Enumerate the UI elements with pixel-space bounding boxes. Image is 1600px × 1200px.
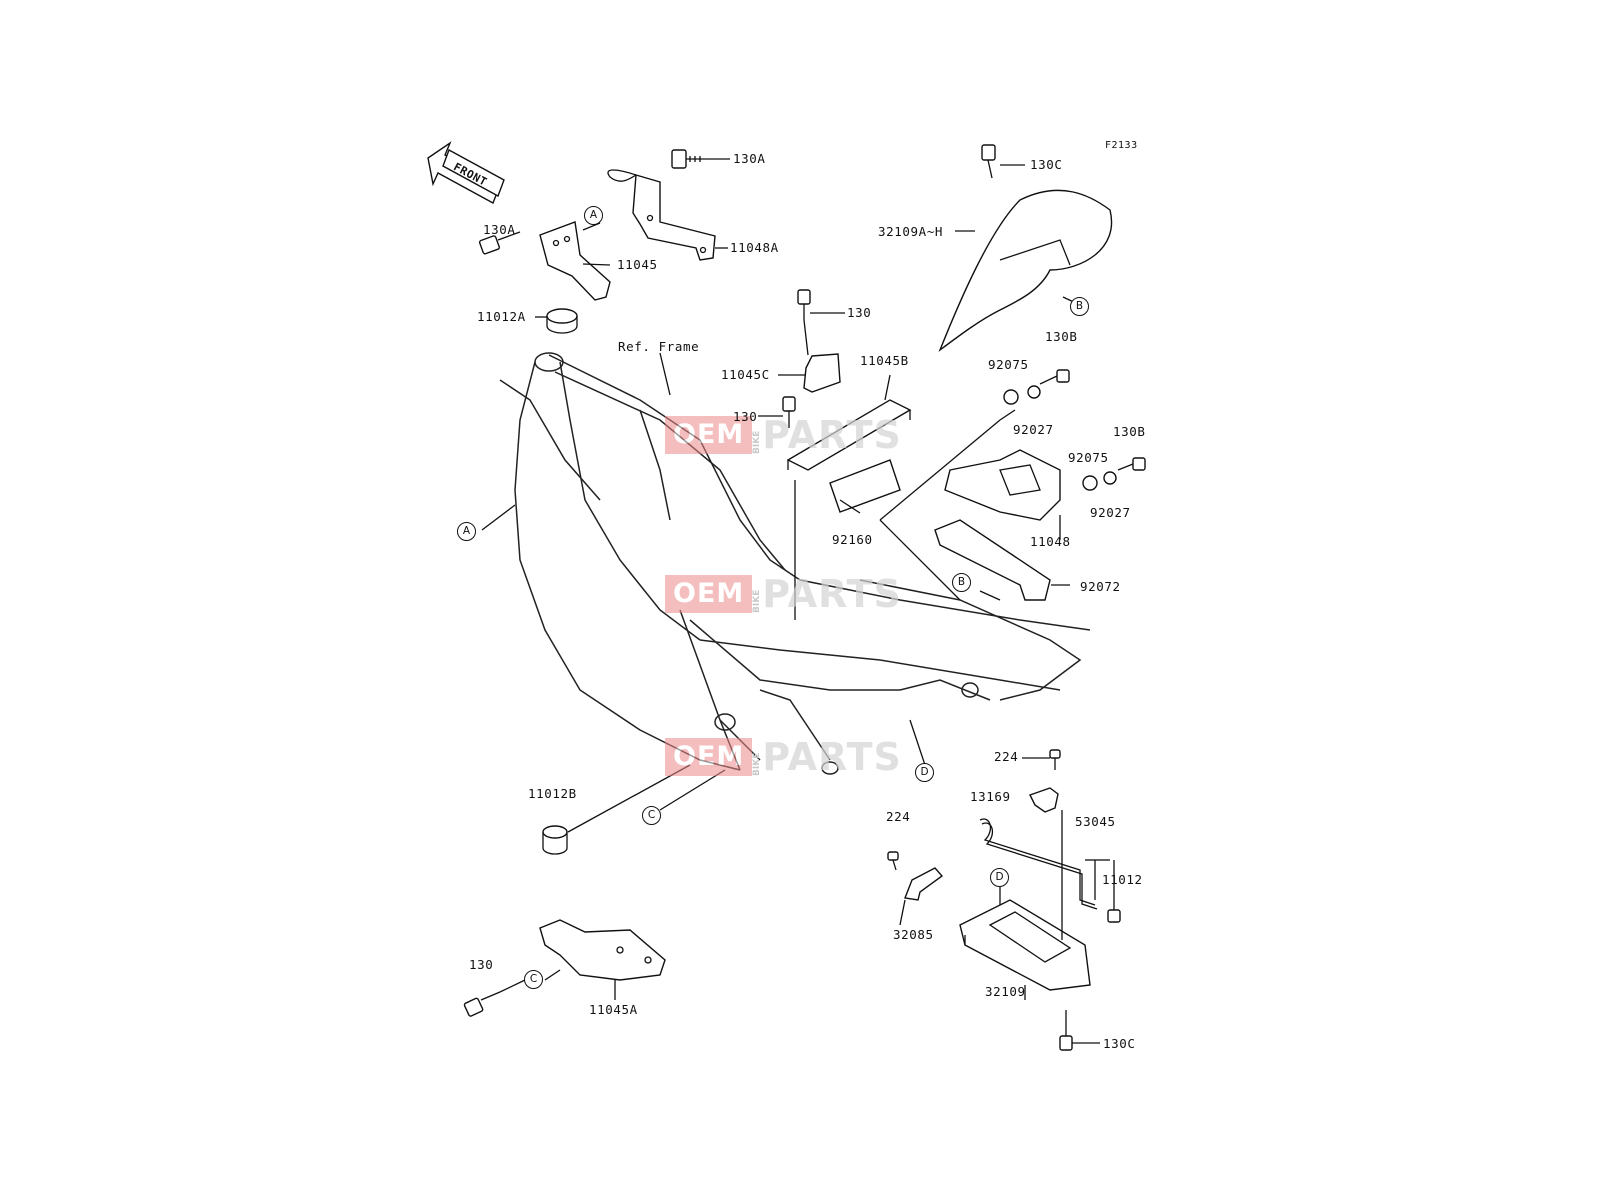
watermark-bike: BIKE: [752, 589, 763, 613]
bolt-130C-top: [981, 144, 996, 179]
washer-92027-lower: [1103, 471, 1117, 485]
label-13169: 13169: [970, 789, 1011, 804]
bolt-130-mid: [782, 396, 796, 428]
leader-lines: [481, 158, 1115, 1044]
label-11045: 11045: [617, 257, 658, 272]
watermark-oem: OEM: [665, 738, 753, 776]
label-11012: 11012: [1102, 872, 1143, 887]
screw-224-left: [887, 851, 899, 871]
watermark-oem: OEM: [665, 575, 753, 613]
label-130C-top: 130C: [1030, 157, 1063, 172]
label-11012B: 11012B: [528, 786, 577, 801]
pad-92160: [829, 459, 901, 513]
washer-92075-lower: [1082, 475, 1098, 491]
motorcycle-frame: [499, 352, 1091, 775]
watermark-parts: PARTS: [762, 413, 902, 457]
watermark-bike: BIKE: [752, 752, 763, 776]
label-11045A: 11045A: [589, 1002, 638, 1017]
label-92072: 92072: [1080, 579, 1121, 594]
watermark-parts: PARTS: [762, 735, 902, 779]
label-130B-upper: 130B: [1045, 329, 1078, 344]
label-130A-left: 130A: [483, 222, 516, 237]
label-11048A: 11048A: [730, 240, 779, 255]
cap-11012B: [542, 825, 568, 855]
label-92027-lower: 92027: [1090, 505, 1131, 520]
label-130-mid: 130: [733, 409, 758, 424]
washer-92075-upper: [1003, 389, 1019, 405]
label-130-bottom: 130: [469, 957, 494, 972]
label-224-left: 224: [886, 809, 911, 824]
cap-11012: [1107, 909, 1121, 923]
diagram-code: F2133: [1105, 140, 1138, 151]
label-224-right: 224: [994, 749, 1019, 764]
label-32109AH: 32109A~H: [878, 224, 944, 239]
bracket-11045C: [803, 353, 841, 393]
label-130A-top: 130A: [733, 151, 766, 166]
watermark-parts: PARTS: [762, 572, 902, 616]
washer-92027-upper: [1027, 385, 1041, 399]
watermark-oem: OEM: [665, 416, 753, 454]
bolt-130B-lower: [1117, 457, 1146, 471]
label-11012A: 11012A: [477, 309, 526, 324]
label-130C-bottom: 130C: [1103, 1036, 1136, 1051]
label-92160: 92160: [832, 532, 873, 547]
screw-224-right: [1049, 749, 1061, 770]
label-32109: 32109: [985, 984, 1026, 999]
cowl-32109AH: [938, 189, 1113, 353]
label-11045C: 11045C: [721, 367, 770, 382]
label-53045: 53045: [1075, 814, 1116, 829]
callout-d-mid: D: [915, 763, 934, 782]
bracket-11048A: [607, 169, 716, 261]
callout-b-top: B: [1070, 297, 1089, 316]
front-arrow-icon: [427, 141, 505, 204]
strap-92072: [934, 519, 1051, 601]
callout-a-left: A: [457, 522, 476, 541]
callout-b-mid: B: [952, 573, 971, 592]
bolt-130C-bottom: [1059, 1010, 1073, 1051]
label-92075-lower: 92075: [1068, 450, 1109, 465]
callout-c-bottom: C: [524, 970, 543, 989]
label-92027-upper: 92027: [1013, 422, 1054, 437]
clip-32085: [904, 867, 944, 901]
label-11048: 11048: [1030, 534, 1071, 549]
bolt-130A-top: [671, 149, 708, 169]
cap-11012A: [546, 308, 578, 334]
bolt-130-bottom: [463, 991, 501, 1017]
label-92075-upper: 92075: [988, 357, 1029, 372]
rod-53045: [979, 818, 1098, 910]
guard-11048: [944, 449, 1061, 521]
bolt-130-upper: [797, 289, 811, 356]
callout-d-right: D: [990, 868, 1009, 887]
tray-32109: [959, 899, 1091, 991]
label-130B-lower: 130B: [1113, 424, 1146, 439]
callout-a-top: A: [584, 206, 603, 225]
callout-c-mid: C: [642, 806, 661, 825]
bolt-130B-upper: [1039, 369, 1070, 385]
label-ref-frame: Ref. Frame: [618, 339, 700, 354]
label-130-upper: 130: [847, 305, 872, 320]
label-32085: 32085: [893, 927, 934, 942]
clamp-13169: [1029, 787, 1059, 813]
bracket-11045A: [539, 919, 666, 981]
bracket-11045: [539, 221, 611, 301]
bolt-130A-left: [478, 231, 521, 255]
label-11045B: 11045B: [860, 353, 909, 368]
strap-11045B: [786, 399, 912, 471]
